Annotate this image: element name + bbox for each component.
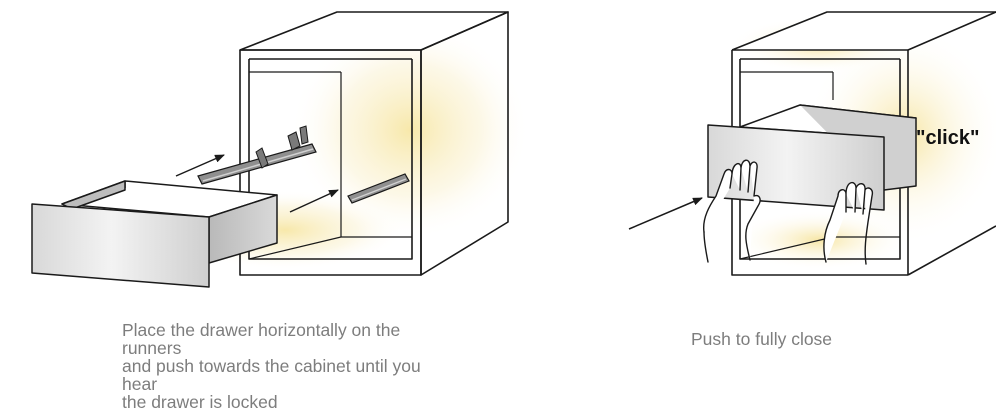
step-2-caption: Push to fully close [691,330,911,348]
step-1-illustration [32,12,530,287]
step-1-caption: Place the drawer horizontally on the run… [122,321,452,411]
push-arrow-step-2 [629,198,702,229]
step-2-illustration: "click" [629,12,996,275]
click-callout: "click" [916,127,979,149]
arrow-icon [629,198,702,229]
